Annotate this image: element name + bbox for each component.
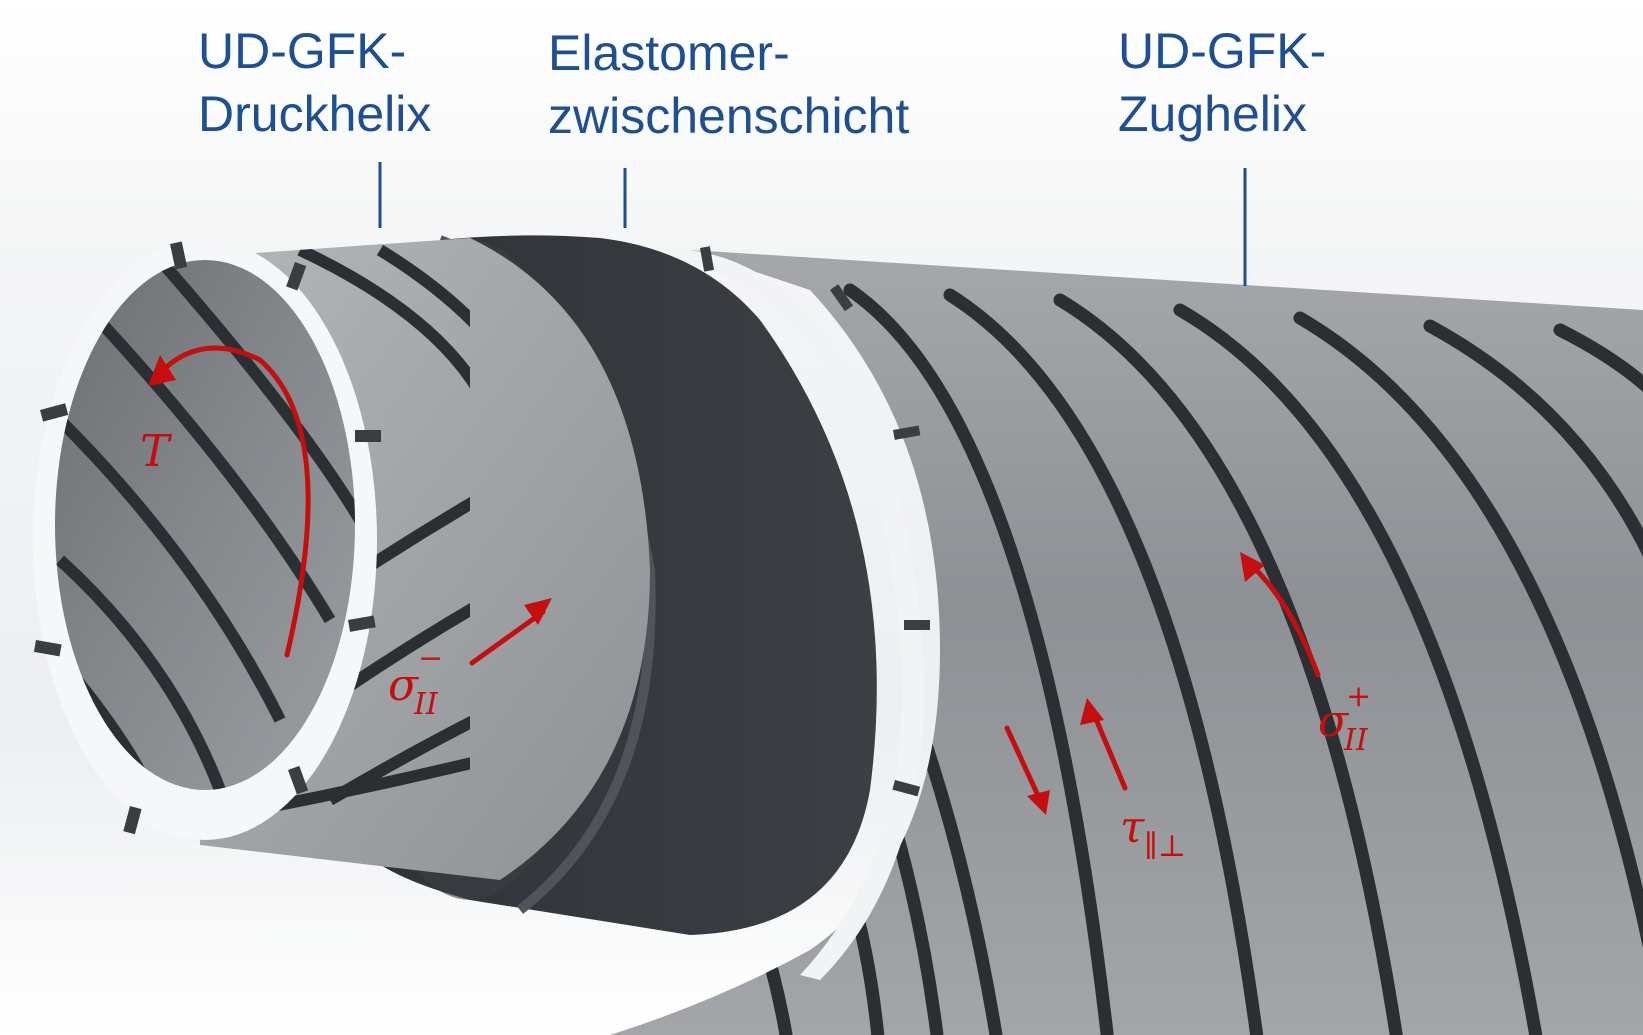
torque-arrow [155, 345, 311, 658]
sigma-comp-base: σ [388, 660, 420, 711]
inner-bore [55, 260, 355, 790]
sigma-tens-label: σ II + [1318, 679, 1371, 758]
sigma-tens-sup: + [1346, 679, 1371, 714]
label-outer-line1: UD-GFK- [1118, 23, 1327, 79]
tau-down-arrowhead [1027, 790, 1050, 815]
torque-label: T [140, 426, 173, 477]
tau-label: τ ∥⊥ [1120, 802, 1186, 864]
inner-ring-segment-marks [33, 241, 381, 835]
torque-arrowhead [148, 355, 176, 386]
label-inner-line1: UD-GFK- [198, 23, 407, 79]
label-inner-helix: UD-GFK- Druckhelix [198, 20, 431, 146]
label-outer-line2: Zughelix [1118, 86, 1307, 142]
outer-ring-segment-marks [699, 246, 930, 797]
label-middle-line1: Elastomer- [548, 25, 790, 81]
label-elastomer: Elastomer- zwischenschicht [548, 22, 909, 148]
tau-arrow-up [1090, 709, 1128, 791]
sigma-comp-arrow [469, 609, 546, 666]
bore-helix-stripes [55, 260, 355, 790]
sigma-tens-base: σ [1318, 696, 1350, 747]
sigma-comp-arrowhead [524, 598, 552, 625]
inner-tube [33, 238, 650, 880]
label-outer-helix: UD-GFK- Zughelix [1118, 20, 1326, 146]
sigma-comp-sub: II [413, 687, 439, 722]
tau-base: τ [1120, 802, 1145, 853]
arrowheads [148, 355, 1265, 815]
leader-lines [378, 162, 1247, 286]
tau-arrow-down [1004, 725, 1043, 803]
sigma-tens-arrowhead [1240, 552, 1265, 582]
tau-up-arrowhead [1080, 698, 1104, 725]
outer-ring-face [680, 250, 925, 980]
sigma-tens-sub: II [1343, 723, 1369, 758]
sigma-comp-sup: − [418, 641, 443, 676]
tau-sub: ∥⊥ [1144, 829, 1186, 864]
sigma-comp-label: σ II − [388, 641, 443, 722]
label-middle-line2: zwischenschicht [548, 88, 910, 144]
label-inner-line2: Druckhelix [198, 86, 432, 142]
